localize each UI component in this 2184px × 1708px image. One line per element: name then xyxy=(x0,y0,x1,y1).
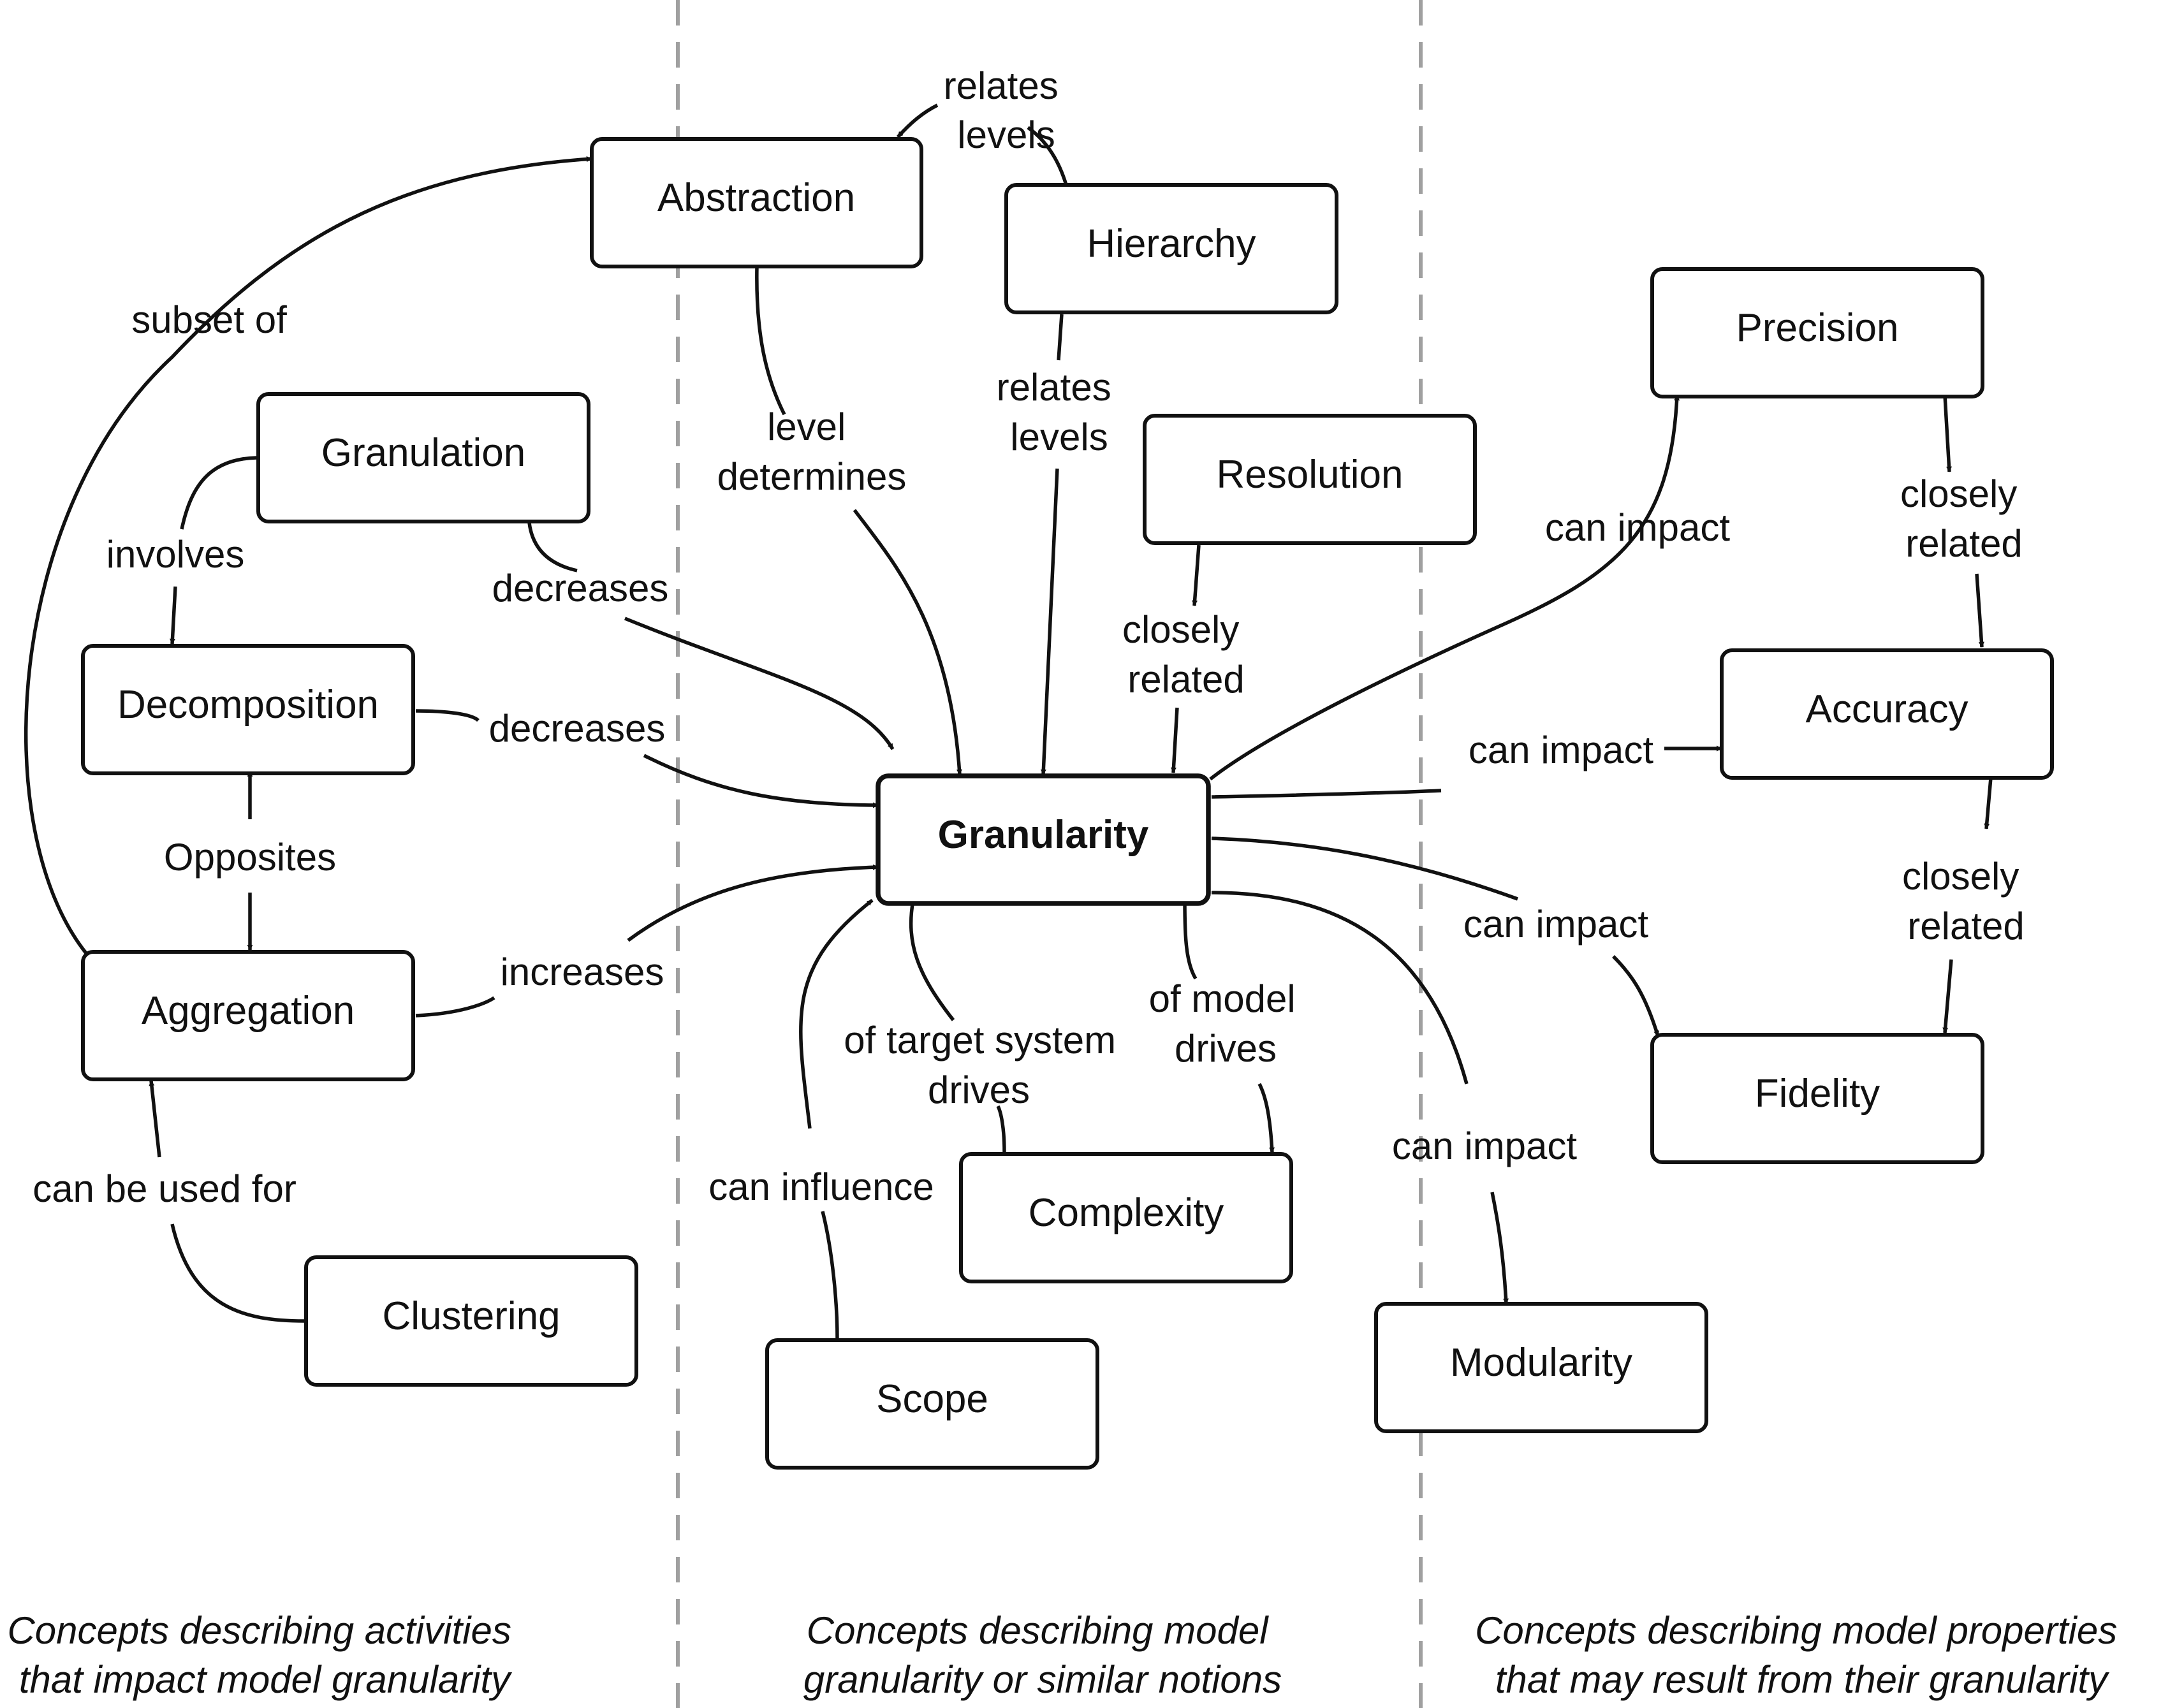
edge-aggregation-abstraction xyxy=(24,156,592,954)
label-involves: involves xyxy=(106,533,245,576)
node-label-abstraction: Abstraction xyxy=(657,176,855,220)
label-can-influence: can influence xyxy=(708,1165,934,1208)
edge-precision-accuracy xyxy=(1943,395,1982,647)
edge-granularity-fidelity xyxy=(1211,836,1658,1036)
edge-hierarchy-abstraction xyxy=(898,103,1068,186)
edge-granulation-granularity xyxy=(527,522,893,749)
label-relates-levels-top: relates levels xyxy=(944,64,1069,156)
caption-left: Concepts describing activities that impa… xyxy=(7,1609,522,1701)
label-relates-levels-mid: relates levels xyxy=(997,366,1122,458)
node-fidelity[interactable]: Fidelity xyxy=(1650,1033,1984,1164)
node-label-resolution: Resolution xyxy=(1217,453,1403,497)
label-can-be-used-for: can be used for xyxy=(33,1167,297,1210)
label-can-impact-accuracy: can impact xyxy=(1469,729,1653,771)
edge-scope-granularity xyxy=(799,900,872,1339)
node-label-granularity: Granularity xyxy=(938,813,1149,857)
edge-granularity-modularity xyxy=(1211,891,1506,1304)
node-hierarchy[interactable]: Hierarchy xyxy=(1004,183,1338,314)
edge-complexity-granularity xyxy=(911,900,1006,1153)
edge-clustering-aggregation xyxy=(151,1081,305,1323)
label-opposites: Opposites xyxy=(164,836,336,879)
node-label-scope: Scope xyxy=(876,1377,988,1421)
node-label-modularity: Modularity xyxy=(1450,1341,1632,1385)
node-clustering[interactable]: Clustering xyxy=(304,1255,638,1387)
node-decomposition[interactable]: Decomposition xyxy=(81,644,415,775)
edge-decomposition-granularity xyxy=(415,709,878,805)
edge-hierarchy-granularity xyxy=(1043,314,1064,775)
label-increases: increases xyxy=(501,951,664,993)
label-closely-related-accuracy-fidelity: closely related xyxy=(1902,855,2030,947)
node-label-clustering: Clustering xyxy=(382,1294,560,1338)
edge-accuracy-fidelity xyxy=(1945,777,1993,1033)
node-label-accuracy: Accuracy xyxy=(1806,687,1968,731)
node-abstraction[interactable]: Abstraction xyxy=(590,137,923,268)
edge-granularity-accuracy xyxy=(1211,748,1722,799)
node-label-fidelity: Fidelity xyxy=(1755,1072,1880,1116)
node-scope[interactable]: Scope xyxy=(765,1338,1099,1470)
node-accuracy[interactable]: Accuracy xyxy=(1720,648,2054,780)
node-modularity[interactable]: Modularity xyxy=(1374,1302,1708,1433)
node-aggregation[interactable]: Aggregation xyxy=(81,950,415,1081)
caption-right: Concepts describing model properties tha… xyxy=(1475,1609,2128,1701)
label-decreases-decomposition: decreases xyxy=(489,707,666,750)
node-label-decomposition: Decomposition xyxy=(117,683,379,727)
label-closely-related-precision-accuracy: closely related xyxy=(1900,472,2028,565)
label-can-impact-fidelity: can impact xyxy=(1463,903,1648,945)
edge-granularity-complexity xyxy=(1183,901,1272,1153)
caption-middle: Concepts describing model granularity or… xyxy=(803,1609,1282,1701)
node-label-precision: Precision xyxy=(1736,306,1899,350)
label-level-determines: level determines xyxy=(717,405,907,498)
edge-resolution-granularity xyxy=(1173,544,1201,773)
label-subset-of: subset of xyxy=(131,298,287,341)
node-label-hierarchy: Hierarchy xyxy=(1087,222,1256,266)
edge-aggregation-granularity xyxy=(415,867,878,1018)
edge-granularity-precision xyxy=(1209,395,1680,781)
edge-abstraction-granularity xyxy=(755,266,960,775)
node-precision[interactable]: Precision xyxy=(1650,267,1984,398)
label-of-target-system-drives: of target system drives xyxy=(844,1019,1127,1111)
node-granularity[interactable]: Granularity xyxy=(876,773,1211,906)
label-can-impact-precision: can impact xyxy=(1545,506,1730,549)
label-can-impact-modularity: can impact xyxy=(1392,1125,1577,1167)
label-decreases-granulation: decreases xyxy=(492,567,669,609)
label-closely-related-resolution: closely related xyxy=(1122,608,1250,701)
node-label-granulation: Granulation xyxy=(321,431,526,475)
label-of-model-drives: of model drives xyxy=(1149,977,1307,1070)
node-label-aggregation: Aggregation xyxy=(142,989,355,1033)
node-resolution[interactable]: Resolution xyxy=(1143,414,1477,545)
node-label-complexity: Complexity xyxy=(1029,1191,1224,1235)
edge-granulation-decomposition xyxy=(172,456,257,644)
node-granulation[interactable]: Granulation xyxy=(256,392,590,523)
node-complexity[interactable]: Complexity xyxy=(959,1152,1293,1283)
